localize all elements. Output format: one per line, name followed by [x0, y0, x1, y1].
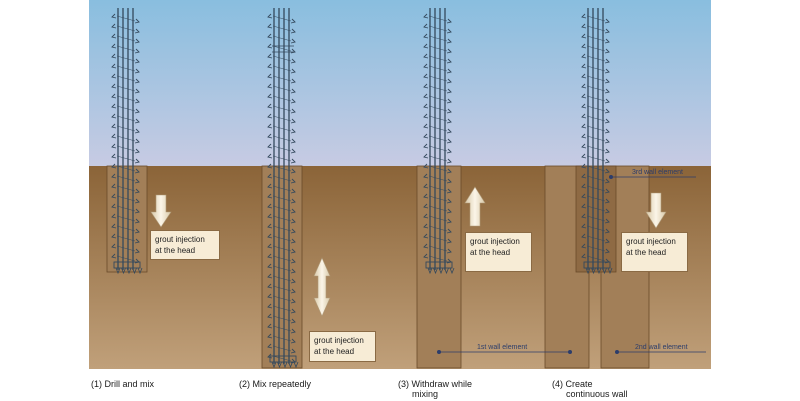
- grout-note-line2: at the head: [314, 347, 355, 356]
- leader-second-wall: [615, 350, 706, 354]
- down-arrow-step4: [645, 192, 667, 229]
- leader-first-wall: [437, 350, 572, 354]
- auger-step1: [111, 8, 143, 275]
- grout-note-step4: grout injection at the head: [621, 232, 688, 272]
- step-caption-1: (1) Drill and mix: [91, 379, 154, 389]
- auger-step4: [581, 8, 613, 275]
- up-down-arrow-step2: [313, 257, 331, 317]
- grout-note-step2: grout injection at the head: [309, 331, 376, 362]
- auger-step2: [267, 8, 299, 369]
- label-third-wall: 3rd wall element: [632, 169, 683, 176]
- grout-note-line1: grout injection: [155, 235, 205, 244]
- up-arrow-step3: [464, 186, 486, 227]
- column-step3: [416, 165, 462, 369]
- column-wall-3: [575, 165, 617, 273]
- auger-step3: [423, 8, 455, 275]
- auger-head: [113, 261, 143, 275]
- casing-lines-step2: [272, 45, 294, 53]
- step-caption-line1: (1) Drill and mix: [91, 379, 155, 389]
- grout-note-line1: grout injection: [626, 237, 676, 246]
- leader-third-wall: [609, 175, 696, 179]
- step-caption-line1: (3) Withdraw while: [398, 379, 473, 389]
- step-caption-4: (4) Create continuous wall: [552, 379, 628, 399]
- grout-note-line1: grout injection: [314, 336, 364, 345]
- label-first-wall: 1st wall element: [477, 344, 528, 351]
- step-caption-line2: mixing: [412, 389, 439, 399]
- auger-head: [269, 355, 299, 369]
- grout-note-step3: grout injection at the head: [465, 232, 532, 272]
- sky: [89, 0, 711, 166]
- auger-head: [583, 261, 613, 275]
- step-caption-line1: (2) Mix repeatedly: [239, 379, 312, 389]
- step-caption-3: (3) Withdraw while mixing: [398, 379, 472, 399]
- label-second-wall: 2nd wall element: [635, 344, 688, 351]
- auger-head: [425, 261, 455, 275]
- step-caption-line1: (4) Create: [552, 379, 593, 389]
- step-caption-2: (2) Mix repeatedly: [239, 379, 311, 389]
- down-arrow-step1: [150, 194, 172, 228]
- grout-note-line2: at the head: [626, 248, 667, 257]
- grout-note-line2: at the head: [470, 248, 511, 257]
- grout-note-line1: grout injection: [470, 237, 520, 246]
- step-caption-line2: continuous wall: [566, 389, 628, 399]
- grout-note-line2: at the head: [155, 246, 196, 255]
- grout-note-step1: grout injection at the head: [150, 230, 220, 260]
